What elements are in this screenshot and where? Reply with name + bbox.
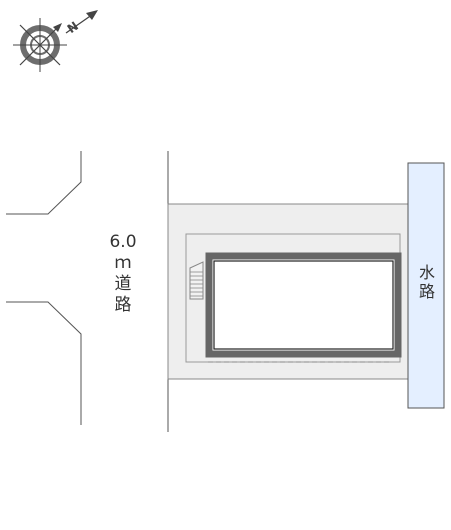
waterway-label: 水 路 <box>418 263 435 301</box>
building <box>205 252 402 358</box>
road-edges <box>6 151 169 432</box>
waterway <box>407 162 445 409</box>
north-label: N <box>65 19 81 36</box>
compass-north-arrow-icon <box>13 10 98 72</box>
building-inner-outline <box>213 260 394 350</box>
stairs-icon <box>189 261 204 300</box>
road-label: 6.0 ｍ 道 路 <box>109 232 137 315</box>
